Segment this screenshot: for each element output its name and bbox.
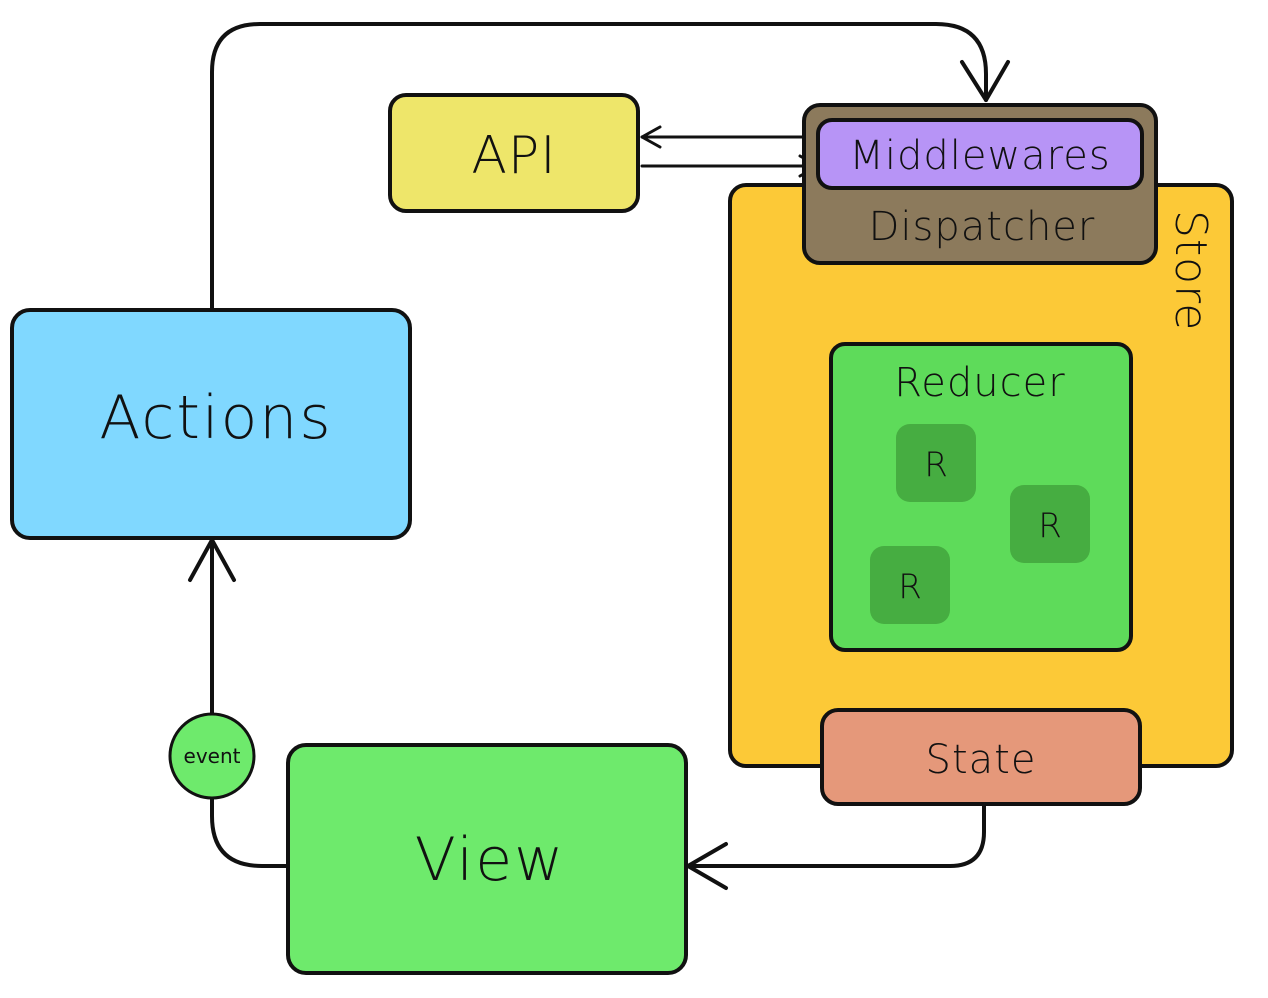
event-label: event xyxy=(184,744,241,768)
actions-to-dispatcher-connector xyxy=(210,22,988,310)
actions-label: Actions xyxy=(99,383,332,453)
state-label: State xyxy=(926,737,1037,783)
store-label: Store xyxy=(1165,210,1216,331)
view-label: View xyxy=(415,825,565,895)
reducer-item: R xyxy=(896,424,976,502)
state-to-view-connector xyxy=(686,804,986,868)
state-node: State xyxy=(820,708,1142,806)
reducer-label: Reducer xyxy=(894,360,1065,406)
view-node: View xyxy=(286,743,688,975)
reducer-item-label: R xyxy=(1038,506,1062,546)
reducer-item: R xyxy=(870,546,950,624)
reducer-item-label: R xyxy=(924,445,948,485)
view-to-actions-connector xyxy=(210,538,290,868)
reducer-node: Reducer R R R xyxy=(829,342,1133,652)
middlewares-node: Middlewares xyxy=(816,118,1144,190)
middlewares-label: Middlewares xyxy=(849,133,1110,179)
reducer-item-label: R xyxy=(898,567,922,607)
actions-to-dispatcher-arrowhead xyxy=(960,60,1010,102)
event-node: event xyxy=(168,712,256,800)
api-node: API xyxy=(388,93,640,213)
dispatcher-label: Dispatcher xyxy=(869,204,1096,250)
middlewares-to-api-arrowhead xyxy=(640,125,662,149)
api-label: API xyxy=(471,126,556,186)
reducer-item: R xyxy=(1010,485,1090,563)
actions-node: Actions xyxy=(10,308,412,540)
